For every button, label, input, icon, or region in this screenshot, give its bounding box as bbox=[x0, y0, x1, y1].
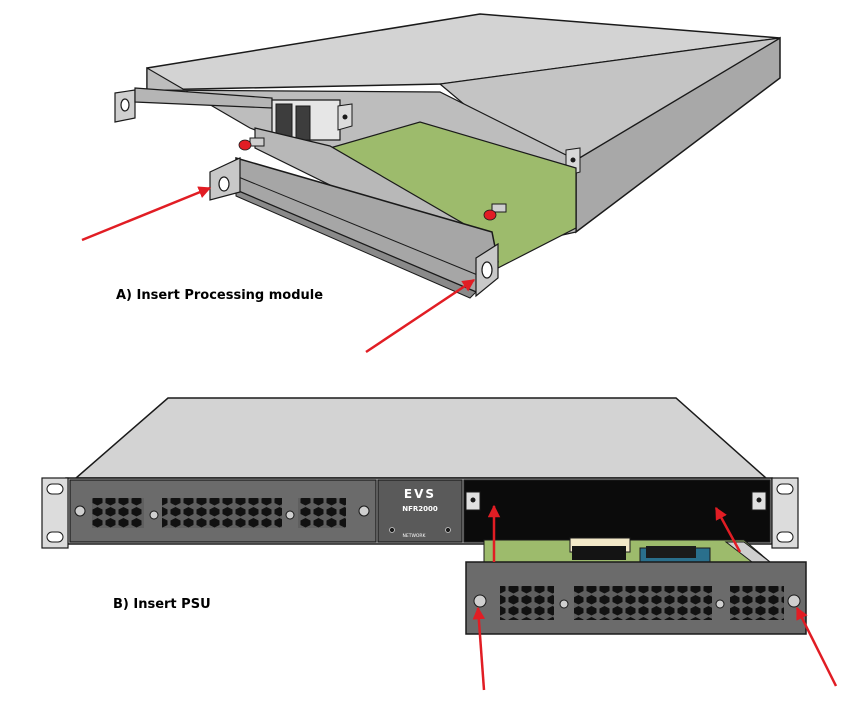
empty-psu-bay bbox=[463, 479, 771, 543]
model-label: NFR2000 bbox=[402, 505, 438, 513]
psu-screw-left bbox=[473, 594, 487, 608]
brand-logo: EVS bbox=[404, 487, 436, 501]
psu-module bbox=[465, 537, 807, 635]
insert-arrow-left bbox=[81, 186, 212, 242]
step-b-caption: B) Insert PSU bbox=[113, 597, 211, 612]
thumbscrew-cap-right bbox=[483, 209, 497, 221]
network-label: NETWORK bbox=[402, 533, 426, 539]
installed-psu bbox=[69, 479, 377, 543]
arrow-bay-right bbox=[714, 506, 742, 553]
step-a-caption: A) Insert Processing module bbox=[116, 288, 324, 303]
arrow-screw-left bbox=[472, 606, 486, 691]
processing-module bbox=[209, 121, 577, 299]
thumbscrew-cap-left bbox=[238, 139, 252, 151]
arrow-screw-right bbox=[795, 606, 838, 687]
psu-screw-right bbox=[787, 594, 801, 608]
brand-panel: EVS NFR2000 NETWORK bbox=[377, 479, 463, 543]
insert-arrow-right bbox=[365, 278, 476, 354]
